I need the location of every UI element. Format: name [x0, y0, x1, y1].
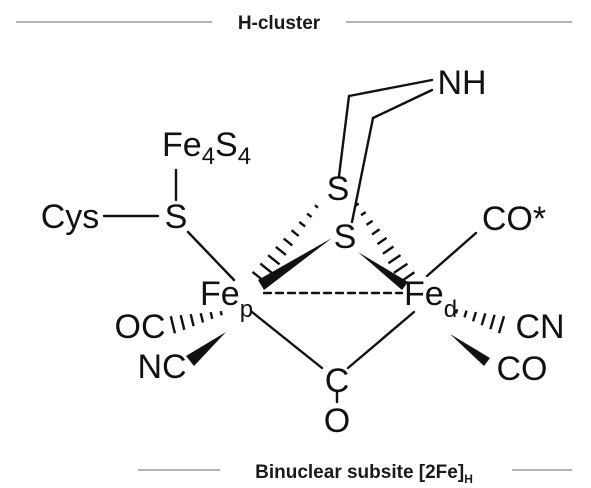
hash-line — [354, 202, 360, 207]
atom-labels: NH Fe4S4 Cys S S S CO* Fep Fed OC NC CN … — [41, 64, 565, 440]
hashed-wedges — [169, 202, 506, 334]
atom-cys: Cys — [41, 198, 100, 236]
hash-line — [219, 310, 223, 316]
atom-cn-right: CN — [515, 308, 564, 346]
wedge-fed-co — [450, 334, 490, 366]
hash-line — [314, 204, 319, 209]
atom-c-bridge: C — [325, 362, 350, 400]
atom-s-bottom: S — [334, 218, 357, 256]
bond-fed-c — [346, 310, 416, 370]
hash-wedge-fed-cn — [454, 308, 506, 334]
atom-fe4s4: Fe4S4 — [162, 126, 251, 170]
hash-line — [275, 245, 287, 256]
hash-line — [306, 212, 313, 219]
hash-line — [463, 310, 468, 318]
atom-s-top: S — [327, 170, 350, 208]
footer-label: Binuclear subsite [2Fe]H — [255, 462, 473, 486]
hash-line — [480, 313, 487, 326]
atom-oc-left: OC — [115, 308, 166, 346]
hash-line — [282, 237, 294, 247]
atom-co-right: CO — [497, 350, 548, 388]
hash-wedge-stop-fep — [251, 204, 319, 285]
bond-sbottom-ch2 — [350, 116, 375, 224]
hash-line — [290, 229, 300, 237]
wedge-fep-nc — [186, 332, 226, 366]
hash-line — [365, 219, 374, 226]
atom-co-star: CO* — [482, 200, 546, 238]
bonds — [102, 78, 478, 404]
atom-nc-left: NC — [137, 348, 186, 386]
hash-wedge-stop-fed — [354, 202, 416, 284]
wedge-sbottom-fed — [358, 252, 408, 290]
atom-fe-d: Fed — [404, 275, 457, 323]
hash-line — [169, 315, 177, 334]
hash-line — [360, 211, 367, 217]
hash-line — [393, 262, 409, 274]
hash-line — [259, 262, 274, 275]
atom-o-bridge: O — [324, 402, 350, 440]
atom-nh: NH — [437, 64, 486, 102]
hash-line — [497, 315, 506, 334]
bond-ch2-n-lower — [371, 88, 434, 120]
hash-line — [489, 314, 496, 330]
hash-wedge-fep-oc — [169, 310, 223, 334]
hash-line — [371, 228, 381, 236]
bond-s-fep — [186, 230, 236, 282]
bond-ch2-n-upper — [347, 78, 434, 98]
hash-line — [376, 236, 388, 246]
hash-line — [199, 312, 205, 323]
hash-line — [471, 311, 478, 322]
hash-line — [251, 270, 268, 285]
atom-fe-p: Fep — [200, 275, 253, 323]
hash-line — [382, 245, 395, 255]
hash-line — [454, 308, 459, 314]
bond-stop-ch2 — [337, 94, 351, 178]
bond-fed-costar — [425, 231, 478, 278]
hash-line — [398, 271, 416, 284]
hash-line — [209, 311, 214, 320]
hash-line — [179, 314, 186, 331]
hash-line — [298, 220, 306, 228]
solid-wedges — [186, 238, 490, 366]
hash-line — [189, 313, 195, 327]
atom-s-cys: S — [165, 198, 188, 236]
header-title: H-cluster — [238, 13, 321, 34]
bond-fep-c — [250, 310, 324, 370]
hash-line — [267, 254, 281, 266]
wedge-sbottom-fep — [258, 238, 332, 290]
hash-line — [387, 254, 402, 265]
